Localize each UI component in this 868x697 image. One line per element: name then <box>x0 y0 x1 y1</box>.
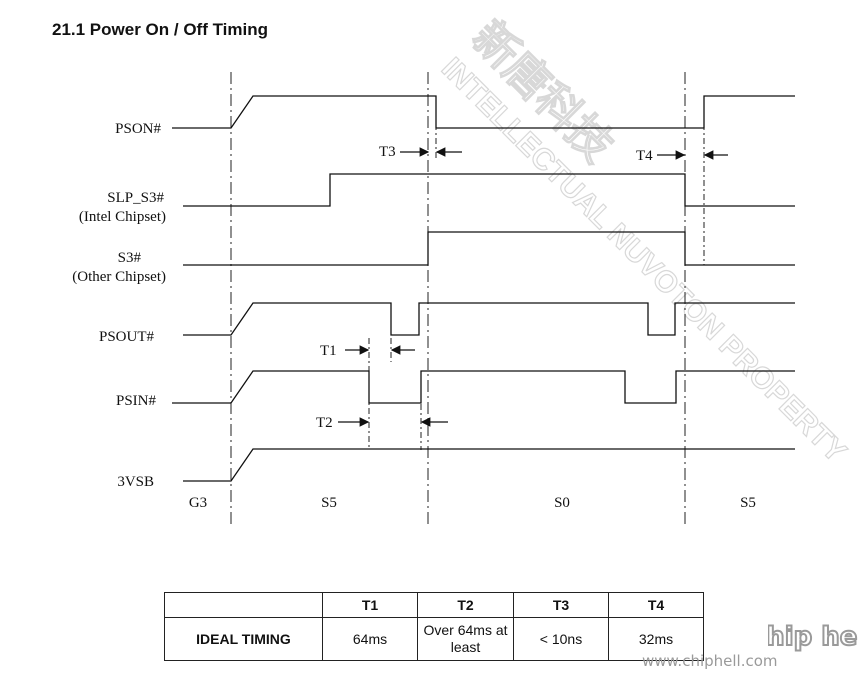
signal-sublabel-slp-s3: (Intel Chipset) <box>79 209 166 225</box>
waveform-psout <box>183 302 795 336</box>
marker-label-t3: T3 <box>379 144 396 160</box>
signal-label-psout: PSOUT# <box>99 329 155 345</box>
state-label-s5-start: S5 <box>321 495 337 511</box>
section-title: 21.1 Power On / Off Timing <box>52 20 269 39</box>
timing-value-t1: 64ms <box>322 617 418 661</box>
signal-sublabel-s3: (Other Chipset) <box>72 269 166 285</box>
timing-value-t4: 32ms <box>608 617 704 661</box>
state-label-s5-end: S5 <box>740 495 756 511</box>
timing-table-header-empty <box>164 592 323 618</box>
timing-table-row-label: IDEAL TIMING <box>164 617 323 661</box>
timing-table-header-t4: T4 <box>608 592 704 618</box>
state-label-g3: G3 <box>189 495 207 511</box>
watermark-text: INTELLECTUAL NUVOTON PROPERTY <box>435 52 852 469</box>
chiphell-logo: chip hell <box>768 621 858 653</box>
chiphell-logo-text: chip hell <box>768 622 858 652</box>
waveform-s3 <box>183 231 795 266</box>
waveform-pson <box>172 95 795 129</box>
marker-label-t2: T2 <box>316 415 333 431</box>
timing-table-header-t3: T3 <box>513 592 609 618</box>
timing-table-row: IDEAL TIMING 64ms Over 64ms at least < 1… <box>164 617 704 661</box>
marker-label-t4: T4 <box>636 148 653 164</box>
watermark: 新唐科技 INTELLECTUAL NUVOTON PROPERTY <box>434 11 853 469</box>
waveform-3vsb <box>183 448 795 482</box>
timing-diagram: 新唐科技 INTELLECTUAL NUVOTON PROPERTY <box>72 11 853 525</box>
timing-table: T1 T2 T3 T4 IDEAL TIMING 64ms Over 64ms … <box>164 592 704 661</box>
signal-label-3vsb: 3VSB <box>117 474 154 490</box>
signal-label-slp-s3: SLP_S3# <box>107 190 164 206</box>
timing-table-header-t2: T2 <box>417 592 514 618</box>
timing-value-t2: Over 64ms at least <box>417 617 514 661</box>
timing-marker-labels: T3 T4 T1 T2 <box>316 144 653 431</box>
state-label-s0: S0 <box>554 495 570 511</box>
brand-url: www.chiphell.com <box>642 652 778 670</box>
signal-label-s3: S3# <box>118 250 142 266</box>
signal-label-psin: PSIN# <box>116 393 157 409</box>
signal-labels: PSON# SLP_S3# (Intel Chipset) S3# (Other… <box>72 121 166 490</box>
waveform-slp-s3 <box>183 173 795 207</box>
timing-table-header-t1: T1 <box>322 592 418 618</box>
state-labels: G3 S5 S0 S5 <box>189 495 756 511</box>
waveform-psin <box>172 370 795 404</box>
signal-label-pson: PSON# <box>115 121 161 137</box>
timing-table-header-row: T1 T2 T3 T4 <box>164 592 704 618</box>
timing-value-t3: < 10ns <box>513 617 609 661</box>
marker-label-t1: T1 <box>320 343 337 359</box>
